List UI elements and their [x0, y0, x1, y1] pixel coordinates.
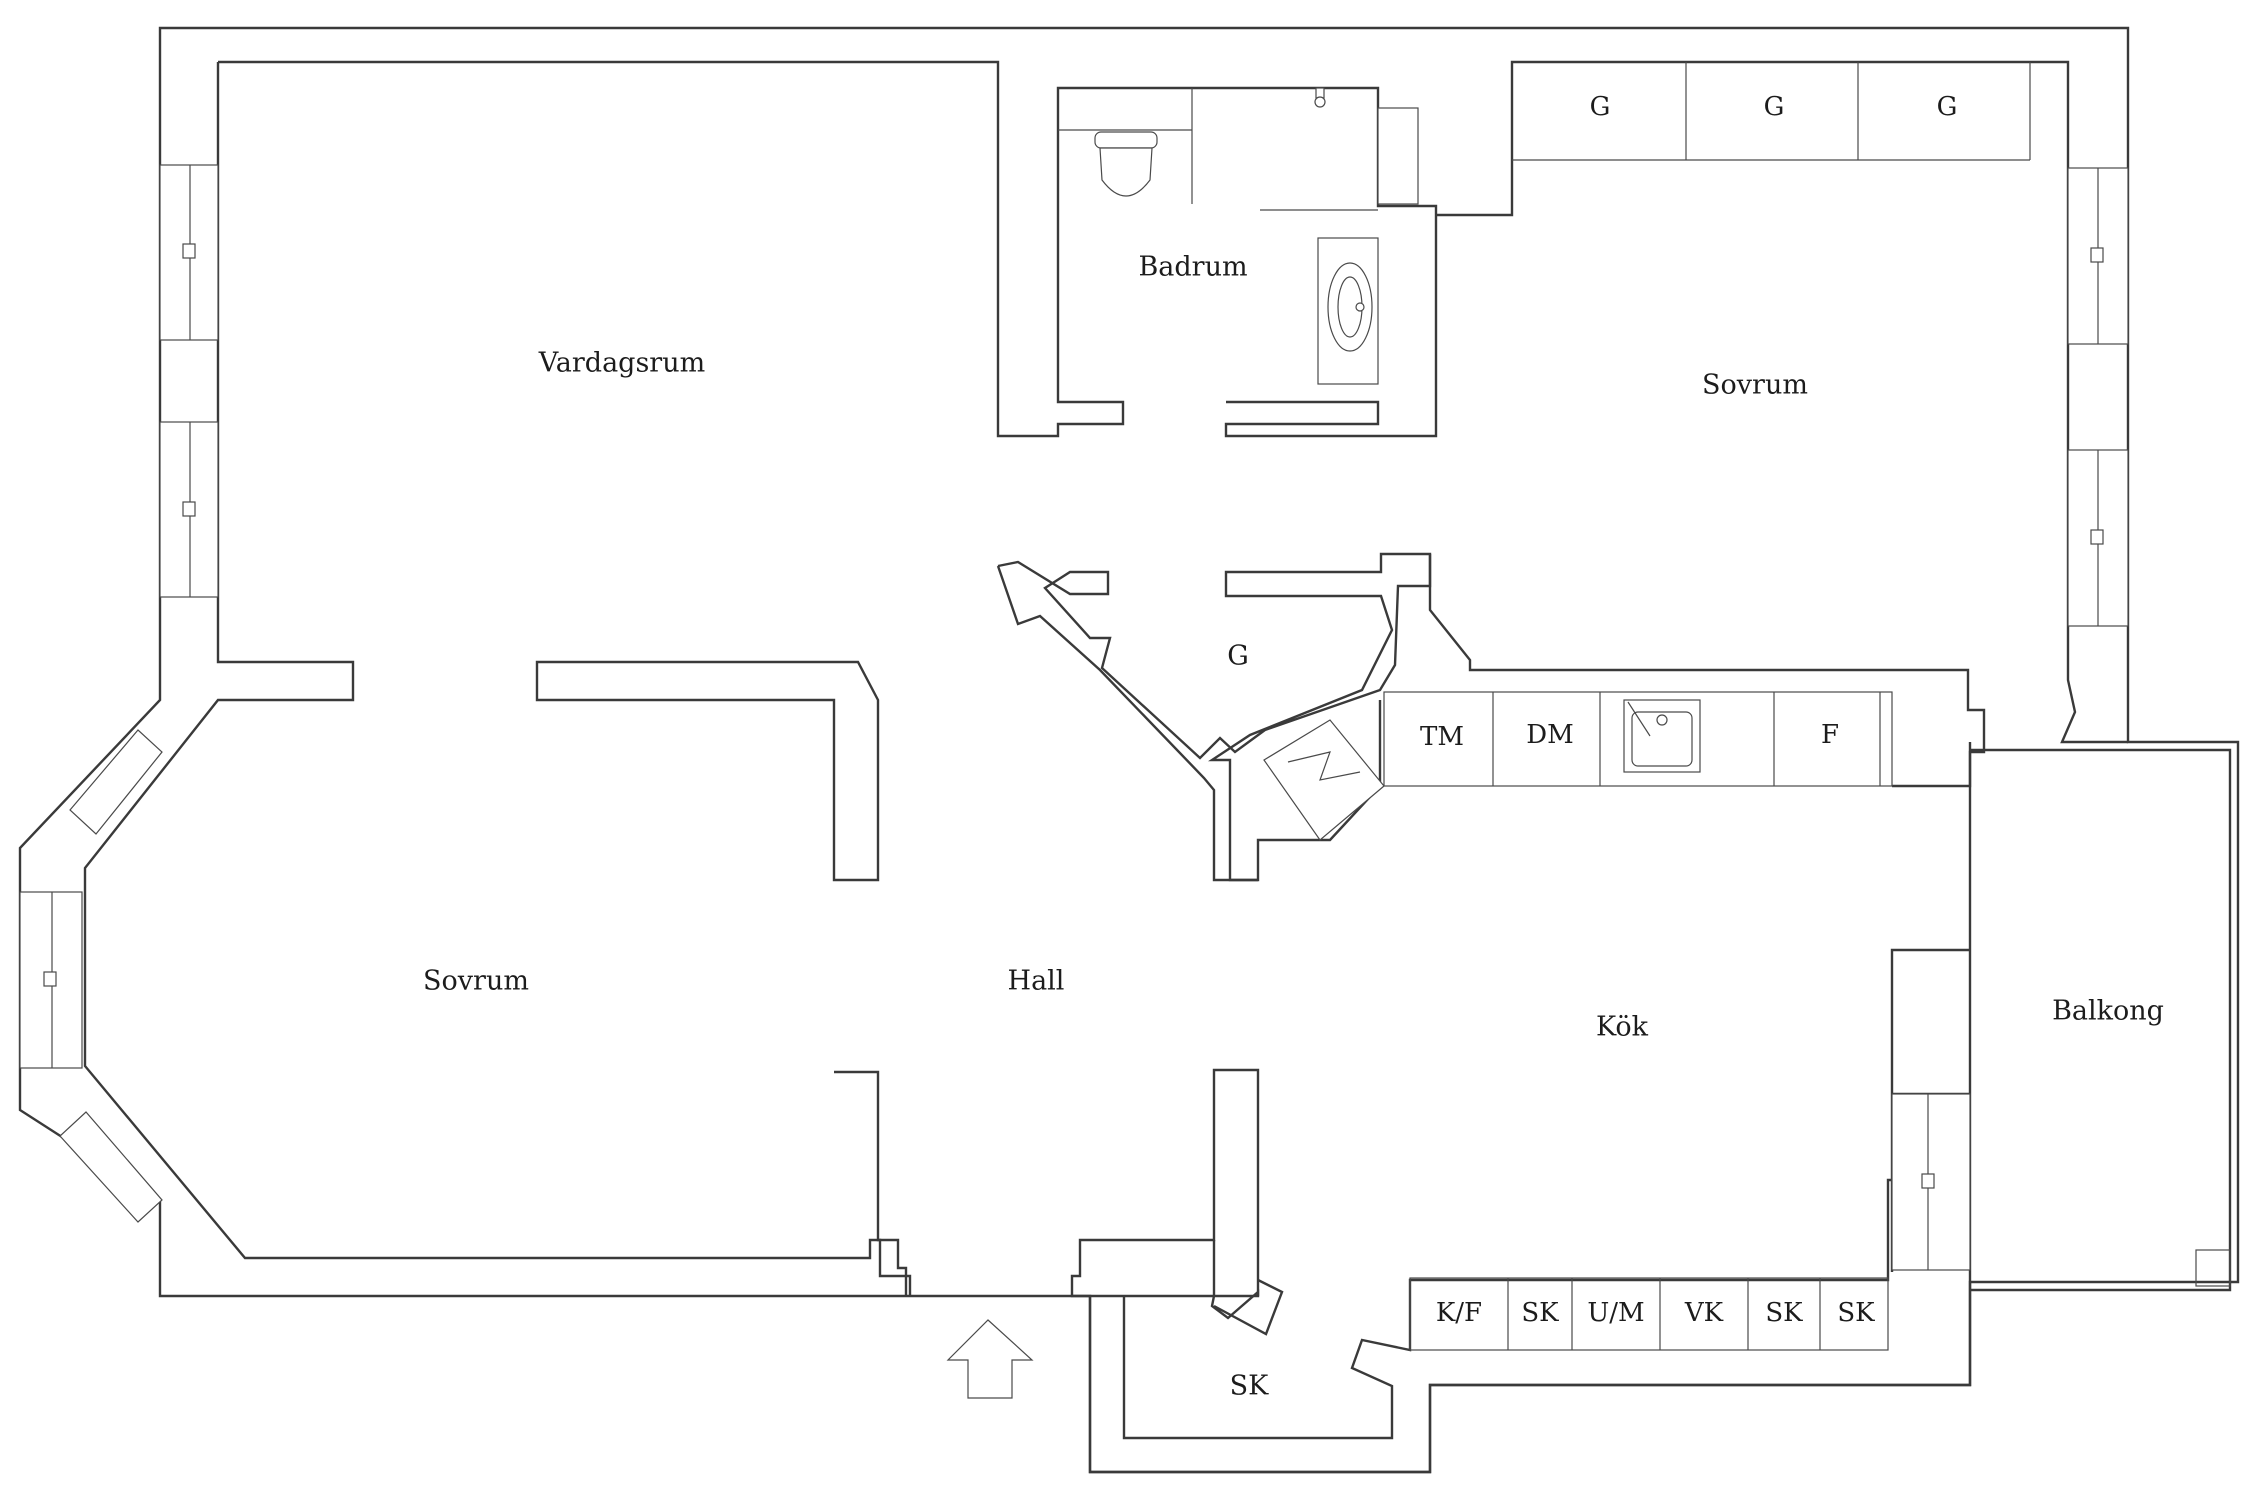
kitchen-sink-icon [1623, 699, 1701, 773]
counter-label-vk: VK [1684, 1298, 1724, 1328]
room-label-badrum: Badrum [1138, 252, 1247, 283]
counter-label-dm: DM [1526, 720, 1573, 750]
chimney-icon [1263, 719, 1385, 841]
room-label-balkong: Balkong [2052, 996, 2164, 1027]
room-label-garderob: G [1227, 641, 1249, 672]
wardrobe-label: G [1937, 92, 1958, 122]
counter-label-kf: K/F [1436, 1298, 1482, 1328]
wall-sovrum-west-east [834, 1070, 908, 1296]
kitchen-counter-top [1383, 691, 1893, 787]
wall-sk-door [1210, 1240, 1284, 1336]
wardrobe-label: G [1590, 92, 1611, 122]
room-label-kok: Kök [1596, 1012, 1649, 1043]
kitchen-counter-bottom [1409, 1277, 1889, 1351]
counter-label-um: U/M [1587, 1298, 1644, 1328]
shower-head-icon [1314, 87, 1326, 108]
room-label-vardagsrum: Vardagsrum [538, 348, 705, 379]
toilet-icon [1094, 131, 1158, 197]
room-label-hall: Hall [1008, 966, 1065, 997]
wall-vardagsrum-south [535, 660, 880, 882]
wall-balkong [1970, 748, 2232, 1292]
window-icon [19, 164, 2129, 1271]
wall-sk-closet-inner [1122, 1178, 1970, 1440]
balkong-corner [2195, 1249, 2231, 1287]
counter-label-sk: SK [1837, 1298, 1875, 1328]
room-label-sovrum-west: Sovrum [423, 966, 529, 997]
counter-label-sk: SK [1765, 1298, 1803, 1328]
badrum-cabinet [1377, 107, 1419, 205]
room-label-sk-closet: SK [1230, 1371, 1269, 1402]
counter-label-f: F [1821, 720, 1839, 750]
wall-vardagsrum-east [218, 60, 1438, 438]
entrance-arrow-icon [946, 1319, 1034, 1399]
counter-label-sk: SK [1521, 1298, 1559, 1328]
wall-sovrum-east-south [1428, 554, 1986, 788]
outer-wall-inner [83, 62, 912, 1296]
room-label-sovrum-east: Sovrum [1702, 370, 1808, 401]
wardrobe-label: G [1764, 92, 1785, 122]
wall-sk-closet [1088, 1282, 1972, 1474]
wall-hall-kok [1070, 1068, 1260, 1298]
wall-garderob-west [996, 565, 1258, 882]
wardrobes-top [1685, 62, 2031, 160]
wall-badrum-east [1436, 60, 2128, 744]
counter-label-tm: TM [1420, 722, 1464, 752]
sink-icon [1327, 262, 1373, 352]
